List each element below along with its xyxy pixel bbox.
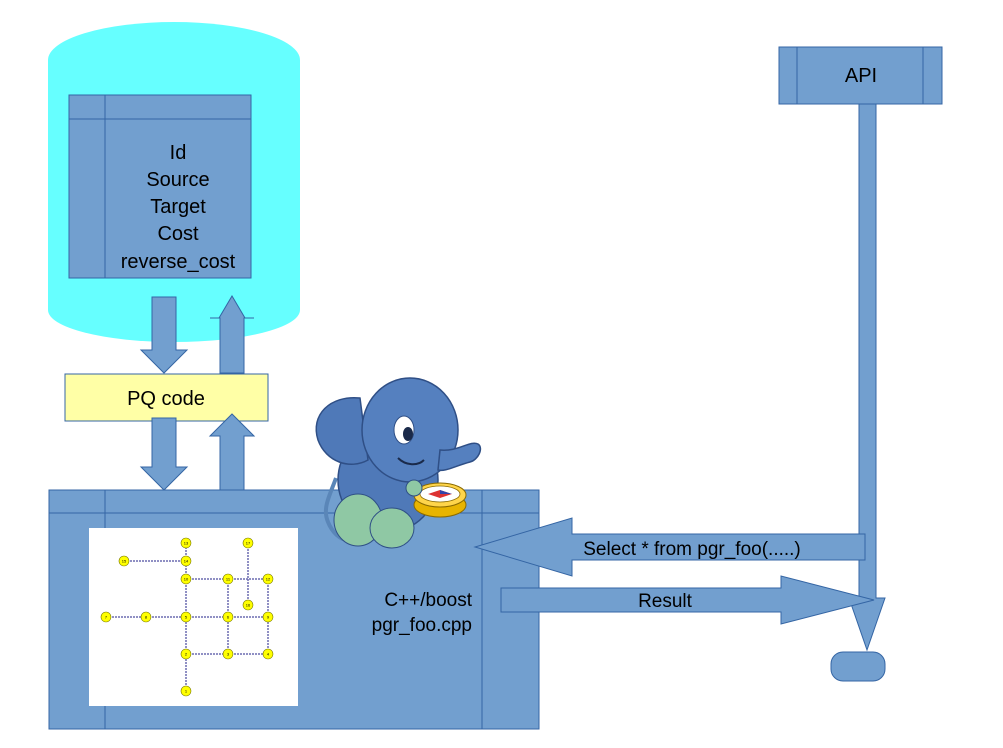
elephant-trunk xyxy=(437,442,482,472)
elephant-hand xyxy=(405,479,423,497)
field-reverse-cost: reverse_cost xyxy=(121,251,236,273)
graph-node-label: 9 xyxy=(267,615,270,620)
graph-node xyxy=(262,648,274,660)
pq-code-rect xyxy=(64,373,269,422)
graph-node xyxy=(222,648,234,660)
graph-node xyxy=(262,611,274,623)
graph-node xyxy=(180,555,192,567)
pq-code-label: PQ code xyxy=(127,388,205,410)
graph-node-label: 11 xyxy=(226,577,231,582)
arrow-down-pq-to-cpp xyxy=(139,417,189,491)
field-cost: Cost xyxy=(157,223,199,245)
arrow-up-cpp-to-pq xyxy=(208,413,256,491)
cpp-label-line1: C++/boost xyxy=(384,590,472,611)
graph-node-label: 16 xyxy=(246,603,251,608)
graph-node-label: 7 xyxy=(105,615,108,620)
database-top xyxy=(48,22,300,98)
compass-icon xyxy=(413,482,467,518)
graph-node-label: 14 xyxy=(184,559,189,564)
graph-node-label: 15 xyxy=(122,559,127,564)
graph-node xyxy=(262,573,274,585)
elephant-mascot xyxy=(315,377,482,549)
endpoint-shape xyxy=(830,651,886,682)
api-label: API xyxy=(845,65,877,87)
arrow-down-db-to-pq xyxy=(139,296,189,374)
result-label: Result xyxy=(638,591,693,612)
elephant-pupil xyxy=(403,427,413,441)
field-id: Id xyxy=(170,142,187,164)
cpp-label-line2: pgr_foo.cpp xyxy=(372,615,472,636)
graph-node xyxy=(222,611,234,623)
elephant-ear xyxy=(315,397,369,465)
graph-node-label: 3 xyxy=(227,652,230,657)
graph-node xyxy=(118,555,130,567)
api-rect xyxy=(778,46,943,105)
arrow-api-down xyxy=(848,103,886,652)
field-target: Target xyxy=(150,196,206,218)
graph-node-label: 1 xyxy=(185,689,188,694)
graph-node xyxy=(222,573,234,585)
query-arrow: Select * from pgr_foo(.....) xyxy=(473,517,866,577)
graph-node-label: 2 xyxy=(185,652,188,657)
edge-table: Id Source Target Cost reverse_cost xyxy=(68,94,252,279)
elephant-mouth xyxy=(397,457,425,466)
graph-node-label: 10 xyxy=(184,577,189,582)
graph-node-label: 8 xyxy=(145,615,148,620)
elephant-foot-right xyxy=(369,507,415,549)
arrow-up-pq-to-db xyxy=(210,295,254,374)
field-source: Source xyxy=(146,169,209,191)
result-arrow: Result xyxy=(500,575,875,625)
graph-node xyxy=(180,611,192,623)
query-arrow-shape xyxy=(473,517,866,577)
graph-node xyxy=(180,648,192,660)
result-arrow-shape xyxy=(500,575,875,625)
graph-node-label: 4 xyxy=(267,652,270,657)
api-box: API xyxy=(778,46,943,105)
table-box xyxy=(68,94,252,279)
graph-node-label: 5 xyxy=(185,615,188,620)
graph-node-label: 13 xyxy=(184,541,189,546)
query-label: Select * from pgr_foo(.....) xyxy=(583,539,801,560)
graph-node xyxy=(180,537,192,549)
graph-node xyxy=(242,599,254,611)
graph-node xyxy=(180,685,192,697)
graph-node xyxy=(140,611,152,623)
pq-code-box: PQ code xyxy=(64,373,269,422)
graph-node-label: 6 xyxy=(227,615,230,620)
graph-node xyxy=(100,611,112,623)
graph-node-label: 17 xyxy=(246,541,251,546)
graph-node xyxy=(242,537,254,549)
graph-node xyxy=(180,573,192,585)
graph-edges xyxy=(106,543,269,691)
graph-node-label: 12 xyxy=(266,577,271,582)
